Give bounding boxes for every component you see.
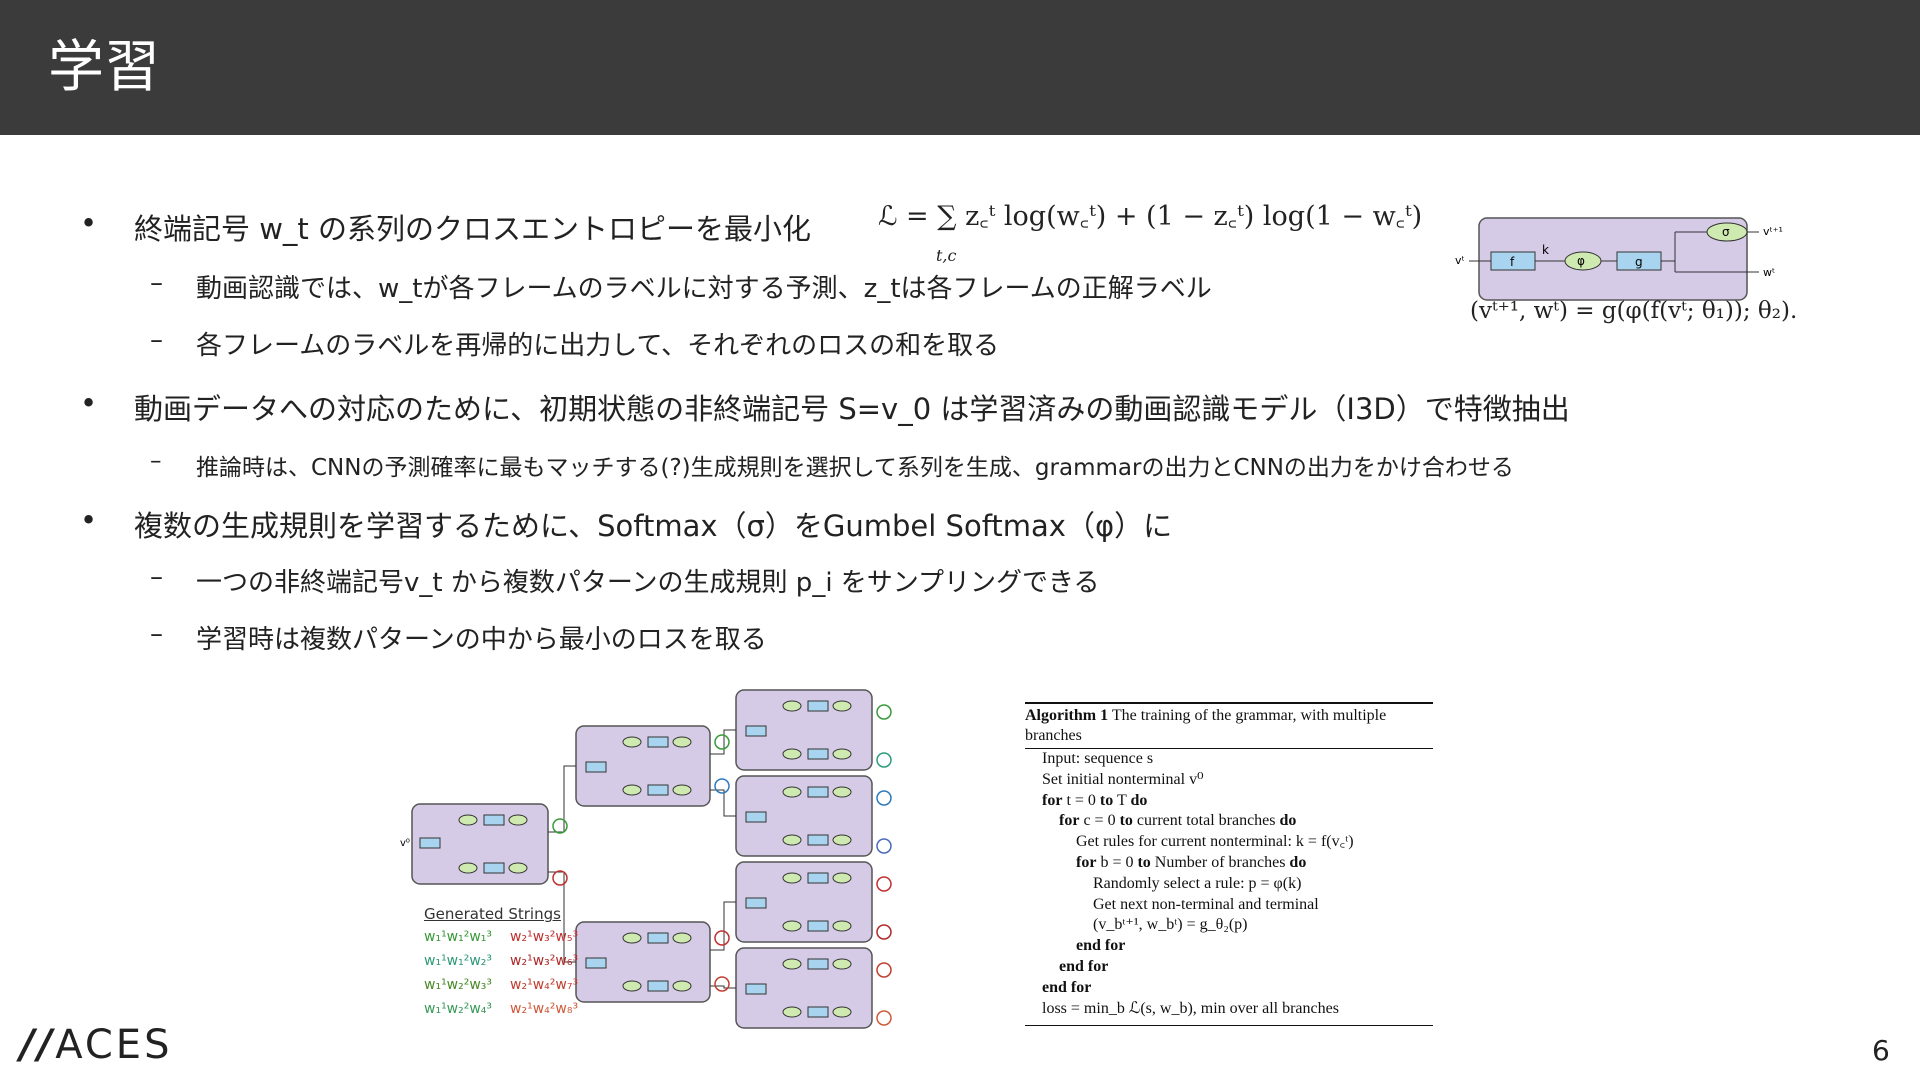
generated-string: w₂¹w₄²w₈³	[510, 1001, 579, 1017]
algorithm-text: b = 0	[1096, 853, 1138, 871]
algorithm-text: Get next non-terminal and terminal	[1093, 895, 1319, 913]
cell-box	[1478, 217, 1748, 301]
algorithm-keyword: do	[1289, 853, 1307, 871]
algorithm-text: Get rules for current nonterminal: k = f…	[1076, 833, 1354, 851]
loss-formula-body: z꜀ᵗ log(w꜀ᵗ) + (1 − z꜀ᵗ) log(1 − w꜀ᵗ)	[965, 201, 1423, 232]
bullet-dot: •	[80, 386, 98, 420]
generated-strings-row: w₁¹w₂²w₄³ w₂¹w₄²w₈³	[424, 1001, 578, 1017]
algorithm-text: Number of branches	[1150, 853, 1290, 871]
generated-string: w₁¹w₁²w₁³	[424, 929, 493, 945]
bullet-1-text: 終端記号 w_t の系列のクロスエントロピーを最小化	[134, 212, 812, 246]
generated-strings-row: w₁¹w₁²w₂³ w₂¹w₃²w₆³	[424, 953, 578, 969]
algorithm-keyword: to	[1119, 812, 1133, 830]
algorithm-line: for t = 0 to T do	[1025, 791, 1433, 812]
generated-string: w₁¹w₁²w₂³	[424, 953, 493, 969]
algorithm-line: Randomly select a rule: p = φ(k)	[1025, 874, 1433, 895]
page-number: 6	[1872, 1034, 1890, 1067]
algorithm-keyword: do	[1279, 812, 1297, 830]
algorithm-text: current total branches	[1132, 812, 1280, 830]
algorithm-keyword: for	[1042, 791, 1063, 809]
algorithm-line: for c = 0 to current total branches do	[1025, 811, 1433, 832]
bullet-1-1-text: 動画認識では、w_tが各フレームのラベルに対する予測、z_tは各フレームの正解ラ…	[196, 274, 1212, 304]
bullet-dot: •	[80, 206, 98, 240]
algorithm-keyword: for	[1059, 812, 1080, 830]
algorithm-lines: Input: sequence s Set initial nonterminal…	[1025, 749, 1433, 1019]
algorithm-text: Input: sequence s	[1042, 750, 1154, 767]
algorithm-line: Get next non-terminal and terminal	[1025, 895, 1433, 916]
bullet-dash: –	[150, 325, 163, 355]
algorithm-text: loss = min_b ℒ(s, w_b), min over all bra…	[1042, 999, 1339, 1017]
algorithm-text: Set initial nonterminal v⁰	[1042, 770, 1204, 788]
algorithm-caption-line2: branches	[1025, 727, 1082, 744]
aces-logo: //ACES	[20, 1022, 173, 1068]
generated-strings: Generated Strings w₁¹w₁²w₁³ w₂¹w₃²w₅³ w₁…	[424, 905, 578, 1025]
bullet-3-1-text: 一つの非終端記号v_t から複数パターンの生成規則 p_i をサンプリングできる	[196, 568, 1100, 598]
bullet-2-1-text: 推論時は、CNNの予測確率に最もマッチする(?)生成規則を選択して系列を生成、g…	[196, 455, 1514, 481]
bullet-2-text: 動画データへの対応のために、初期状態の非終端記号 S=v_0 は学習済みの動画認…	[134, 392, 1570, 426]
algorithm-line: loss = min_b ℒ(s, w_b), min over all bra…	[1025, 999, 1433, 1020]
slide-header: 学習	[0, 0, 1920, 135]
f-block-label: f	[1510, 255, 1515, 269]
generated-string: w₂¹w₄²w₇³	[510, 977, 579, 993]
algorithm-keyword: to	[1137, 853, 1151, 871]
generated-string: w₂¹w₃²w₆³	[510, 953, 579, 969]
algorithm-line: end for	[1025, 957, 1433, 978]
bullet-1-2-text: 各フレームのラベルを再帰的に出力して、それぞれのロスの和を取る	[196, 331, 1000, 361]
loss-formula-sum-index: t,c	[936, 246, 957, 265]
algorithm-line: Set initial nonterminal v⁰	[1025, 770, 1433, 791]
generated-strings-row: w₁¹w₂²w₃³ w₂¹w₄²w₇³	[424, 977, 578, 993]
generated-string: w₁¹w₂²w₃³	[424, 977, 493, 993]
algorithm-text: Randomly select a rule: p = φ(k)	[1093, 874, 1302, 892]
slide-title: 学習	[48, 35, 160, 100]
algorithm-line: end for	[1025, 978, 1433, 999]
algorithm-keyword: do	[1130, 791, 1148, 809]
algorithm-caption: Algorithm 1 The training of the grammar,…	[1025, 704, 1433, 748]
algorithm-line: (v_bᵗ⁺¹, w_bᵗ) = g_θ₂(p)	[1025, 915, 1433, 936]
algorithm-text: (v_bᵗ⁺¹, w_bᵗ) = g_θ₂(p)	[1093, 916, 1248, 934]
grammar-tree-figure: v⁰	[400, 689, 892, 1029]
algorithm-text: T	[1113, 791, 1131, 809]
algorithm-line: Input: sequence s	[1025, 749, 1433, 770]
algorithm-keyword: end for	[1059, 957, 1109, 975]
bullet-3-2-text: 学習時は複数パターンの中から最小のロスを取る	[196, 625, 767, 655]
bullet-dash: –	[150, 448, 162, 474]
bullet-dot: •	[80, 503, 98, 537]
cell-out-bottom-label: wᵗ	[1763, 266, 1775, 279]
bullet-dash: –	[150, 619, 163, 649]
algorithm-text: t = 0	[1062, 791, 1100, 809]
aces-logo-text: ACES	[55, 1022, 173, 1068]
bullet-dash: –	[150, 268, 163, 298]
algorithm-line: Get rules for current nonterminal: k = f…	[1025, 832, 1433, 853]
algorithm-caption-text: The training of the grammar, with multip…	[1108, 707, 1387, 724]
algorithm-box: Algorithm 1 The training of the grammar,…	[1025, 702, 1433, 1027]
sigma-block-label: σ	[1722, 225, 1730, 239]
cell-out-top-label: vᵗ⁺¹	[1763, 225, 1783, 238]
generated-string: w₂¹w₃²w₅³	[510, 929, 579, 945]
grammar-cell-figure: vᵗ f k φ g σ vᵗ⁺¹ wᵗ	[1455, 217, 1783, 301]
bullet-dash: –	[150, 562, 163, 592]
bullet-3-text: 複数の生成規則を学習するために、Softmax（σ）をGumbel Softma…	[134, 509, 1173, 543]
tree-root-label: v⁰	[400, 838, 410, 849]
k-label: k	[1542, 243, 1549, 257]
loss-formula: ℒ = ∑ z꜀ᵗ log(w꜀ᵗ) + (1 − z꜀ᵗ) log(1 − w…	[878, 196, 1423, 265]
cell-equation: (vᵗ⁺¹, wᵗ) = g(φ(f(vᵗ; θ₁)); θ₂).	[1470, 298, 1798, 324]
loss-formula-lhs: ℒ = ∑	[878, 201, 957, 232]
g-block-label: g	[1635, 255, 1643, 269]
generated-strings-row: w₁¹w₁²w₁³ w₂¹w₃²w₅³	[424, 929, 578, 945]
algorithm-line: for b = 0 to Number of branches do	[1025, 853, 1433, 874]
algorithm-keyword: end for	[1042, 978, 1092, 996]
algorithm-keyword: to	[1099, 791, 1114, 809]
cell-input-label: vᵗ	[1455, 254, 1465, 267]
algorithm-keyword: for	[1076, 853, 1097, 871]
phi-block-label: φ	[1577, 254, 1585, 268]
algorithm-caption-label: Algorithm 1	[1025, 707, 1109, 724]
generated-string: w₁¹w₂²w₄³	[424, 1001, 493, 1017]
algorithm-text: c = 0	[1079, 812, 1120, 830]
algorithm-line: end for	[1025, 936, 1433, 957]
algorithm-keyword: end for	[1076, 937, 1126, 955]
generated-strings-title: Generated Strings	[424, 905, 561, 923]
